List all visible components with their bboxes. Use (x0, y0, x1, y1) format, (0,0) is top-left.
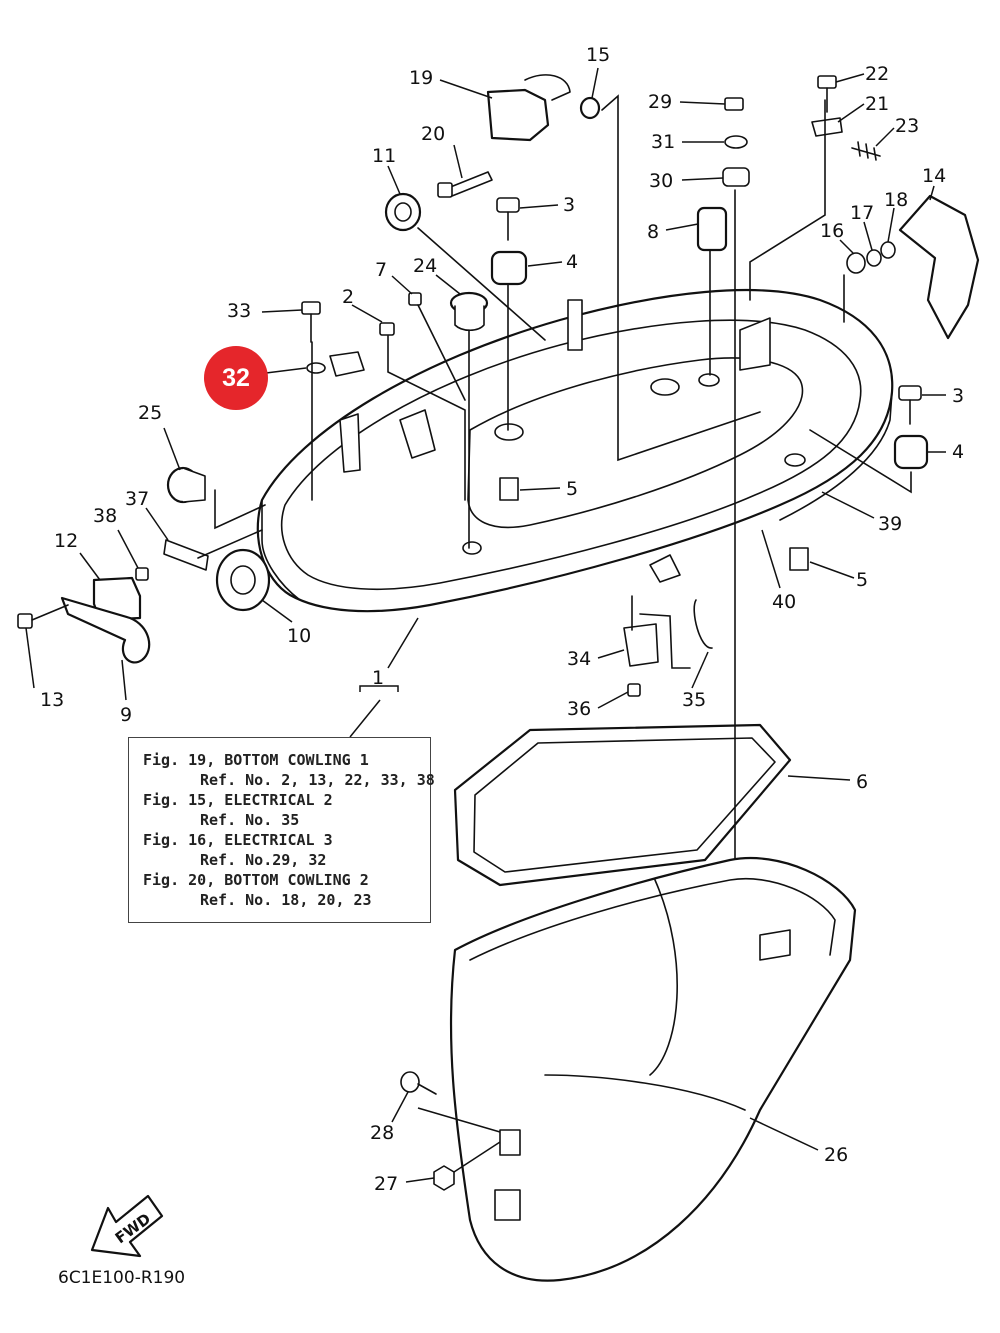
leader-lines (25, 67, 946, 1183)
callout-16: 16 (820, 220, 844, 242)
note-ref-19: Ref. No. 2, 13, 22, 33, 38 (200, 771, 435, 789)
callout-18: 18 (884, 189, 908, 211)
callout-3-right: 3 (952, 385, 964, 407)
callout-20: 20 (421, 123, 445, 145)
callout-23: 23 (895, 115, 919, 137)
callout-1: 1 (372, 667, 384, 689)
lower-cowling (449, 856, 857, 1282)
note-ref-16: Ref. No.29, 32 (200, 851, 327, 869)
callout-4-right: 4 (952, 441, 964, 463)
callout-28: 28 (370, 1122, 394, 1144)
callout-19: 19 (409, 67, 433, 89)
forward-direction-arrow: FWD (90, 1194, 164, 1258)
callout-29: 29 (648, 91, 672, 113)
callout-14: 14 (922, 165, 946, 187)
callout-5-center: 5 (566, 478, 578, 500)
callout-31: 31 (651, 131, 675, 153)
note-ref-15: Ref. No. 35 (200, 811, 300, 829)
note-fig-15: Fig. 15, ELECTRICAL 2 (143, 791, 333, 809)
callout-15: 15 (586, 44, 610, 66)
note-fig-16: Fig. 16, ELECTRICAL 3 (143, 831, 333, 849)
note-ref-20: Ref. No. 18, 20, 23 (200, 891, 372, 909)
callout-38: 38 (93, 505, 117, 527)
callout-8: 8 (647, 221, 659, 243)
callout-5-right: 5 (856, 569, 868, 591)
callout-7: 7 (375, 259, 387, 281)
callout-17: 17 (850, 202, 874, 224)
callout-40: 40 (772, 591, 796, 613)
reference-note-box: Fig. 19, BOTTOM COWLING 1 Ref. No. 2, 13… (128, 737, 435, 923)
callout-9: 9 (120, 704, 132, 726)
callout-21: 21 (865, 93, 889, 115)
note-fig-20: Fig. 20, BOTTOM COWLING 2 (143, 871, 369, 889)
callout-labels: 15 19 20 11 3 4 7 24 2 33 29 31 30 8 22 … (40, 44, 964, 1195)
callout-27: 27 (374, 1173, 398, 1195)
callout-37: 37 (125, 488, 149, 510)
small-parts (17, 74, 980, 1191)
callout-24: 24 (413, 255, 437, 277)
callout-34: 34 (567, 648, 591, 670)
callout-2: 2 (342, 286, 354, 308)
callout-33: 33 (227, 300, 251, 322)
callout-26: 26 (824, 1144, 848, 1166)
highlighted-part-badge[interactable]: 32 (204, 346, 268, 410)
callout-12: 12 (54, 530, 78, 552)
callout-4-top: 4 (566, 251, 578, 273)
diagram-code: 6C1E100-R190 (58, 1268, 186, 1288)
callout-3-top: 3 (563, 194, 575, 216)
callout-6: 6 (856, 771, 868, 793)
assembly-guide-lines (197, 94, 912, 859)
callout-39: 39 (878, 513, 902, 535)
callout-13: 13 (40, 689, 64, 711)
cowling-seal (453, 723, 792, 887)
callout-10: 10 (287, 625, 311, 647)
callout-22: 22 (865, 63, 889, 85)
note-fig-19: Fig. 19, BOTTOM COWLING 1 (143, 751, 369, 769)
callout-35: 35 (682, 689, 706, 711)
callout-11: 11 (372, 145, 396, 167)
callout-25: 25 (138, 402, 162, 424)
bottom-cowling-tray (256, 288, 894, 613)
callout-30: 30 (649, 170, 673, 192)
callout-36: 36 (567, 698, 591, 720)
